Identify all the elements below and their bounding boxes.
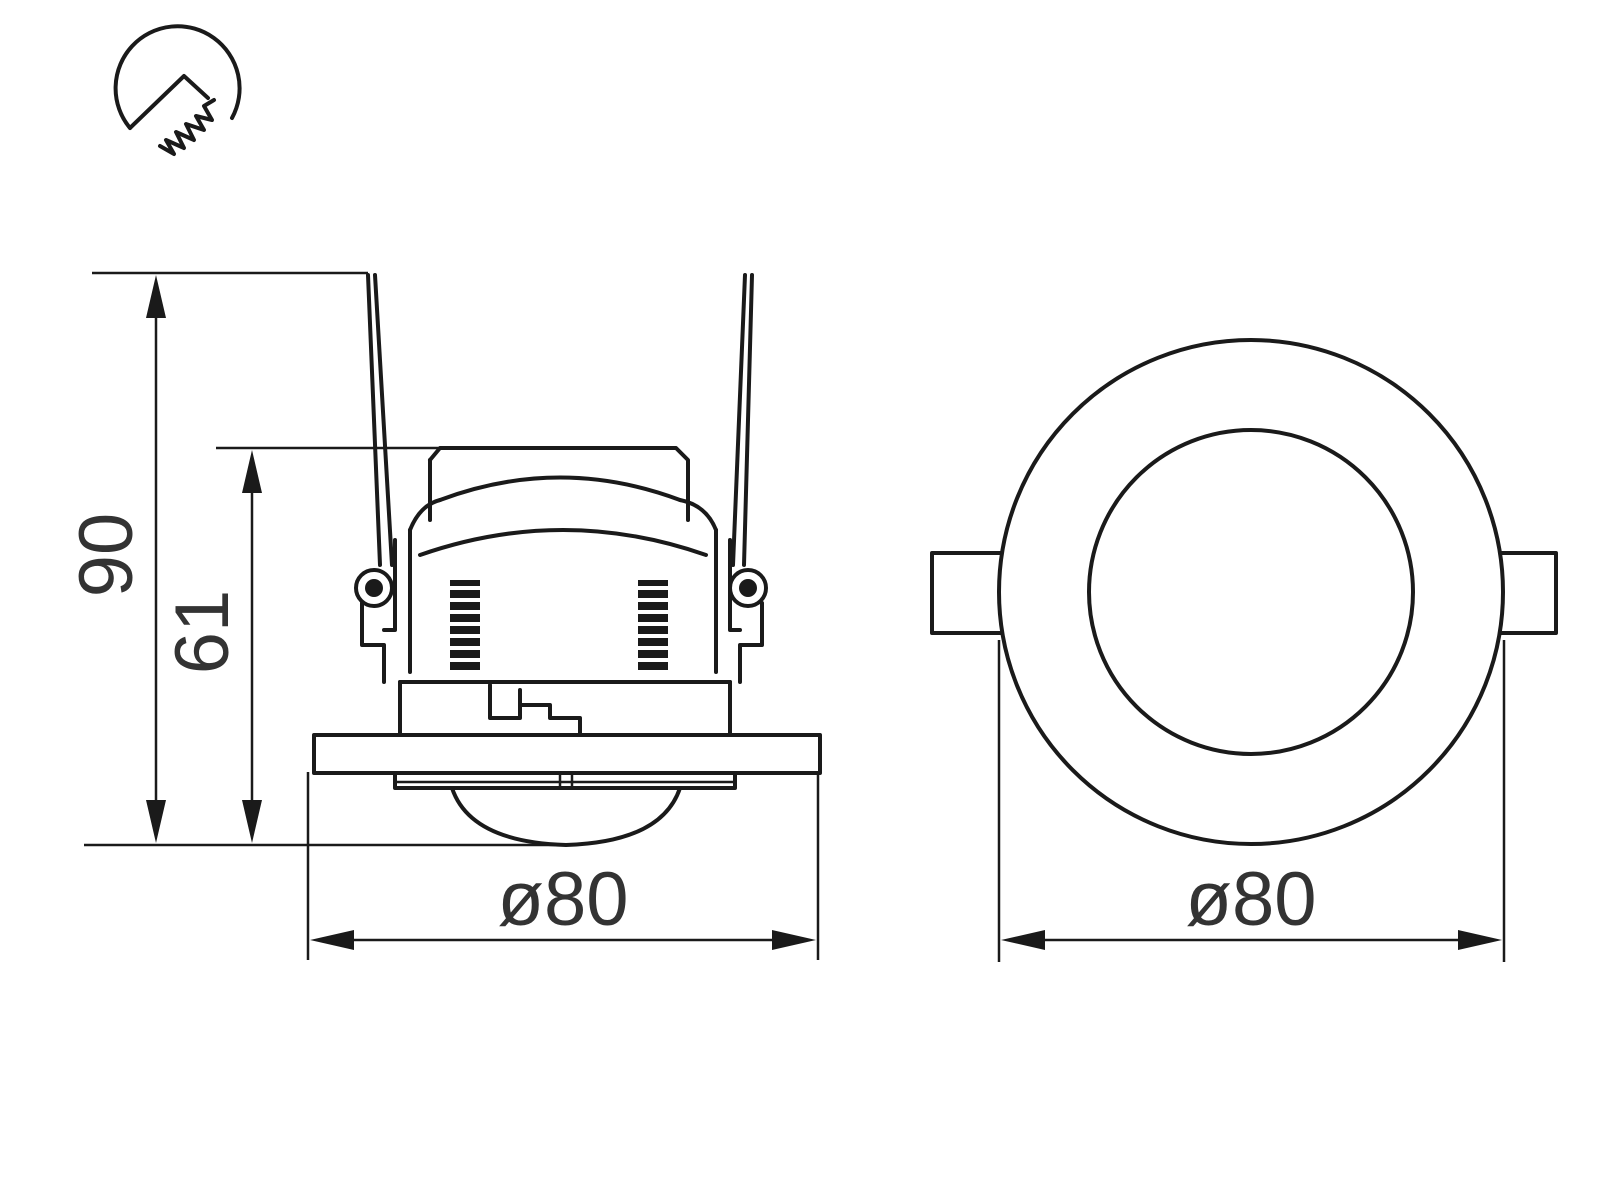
dimension-lines-top (997, 640, 1506, 962)
top-view (930, 338, 1558, 846)
flange-ring (312, 733, 822, 790)
housing-base (398, 680, 732, 737)
dimension-side-diameter-label: ø80 (498, 857, 629, 942)
dimension-90-label: 90 (64, 513, 149, 598)
housing-top (382, 446, 742, 674)
dimension-61-label: 61 (160, 590, 245, 675)
left-tab (930, 551, 1006, 635)
sensor-lens-dome (450, 786, 682, 847)
side-view (312, 273, 822, 847)
inner-ring (1087, 428, 1415, 756)
dimension-lines-side (84, 271, 820, 960)
right-spring-clip (728, 273, 768, 684)
sensor-detection-zone-icon (113, 24, 242, 156)
outer-ring (997, 338, 1505, 846)
right-tab (1494, 551, 1558, 635)
dimension-top-diameter-label: ø80 (1186, 857, 1317, 942)
inner-coil-springs (448, 580, 670, 670)
left-spring-clip (354, 273, 394, 684)
